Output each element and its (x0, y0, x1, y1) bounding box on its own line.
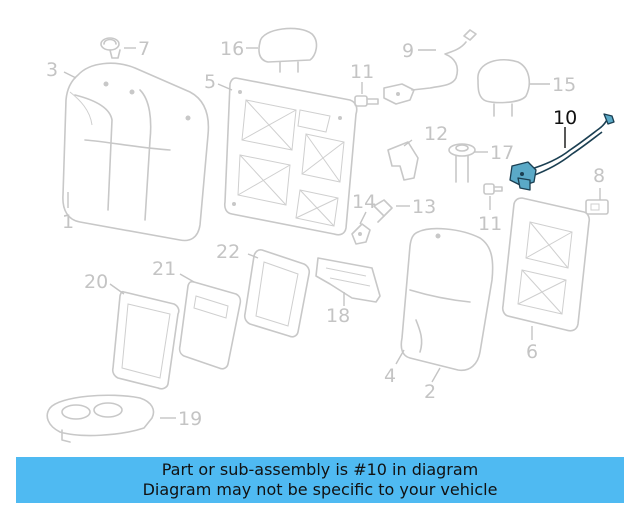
part-bolt-upper (354, 95, 379, 107)
parts-diagram: 7 3 1 16 5 11 9 15 10 12 17 8 11 13 14 6… (46, 27, 615, 443)
part-seatback-cushion-right (400, 227, 494, 372)
callout-20: 20 (84, 271, 108, 293)
callout-3: 3 (46, 59, 58, 81)
info-banner: Part or sub-assembly is #10 in diagram D… (16, 457, 624, 503)
banner-line-2: Diagram may not be specific to your vehi… (142, 480, 498, 499)
callout-14: 14 (352, 191, 376, 213)
callout-7: 7 (138, 38, 150, 60)
part-bezel-21 (178, 280, 242, 370)
callout-11-upper: 11 (350, 61, 374, 83)
callout-5: 5 (204, 71, 216, 93)
callout-lines (63, 47, 601, 419)
callout-4: 4 (384, 365, 396, 387)
part-headrest-left (258, 27, 318, 73)
part-seatback-frame-right (501, 197, 591, 332)
callout-8: 8 (593, 165, 605, 187)
callout-1: 1 (62, 211, 74, 233)
part-bracket-18 (315, 257, 381, 303)
callout-19: 19 (178, 408, 202, 430)
callout-9: 9 (402, 40, 414, 62)
callout-13: 13 (412, 196, 436, 218)
part-headrest-right (477, 58, 531, 117)
part-bolt-lower (483, 183, 503, 195)
part-guide (448, 143, 476, 183)
callout-6: 6 (526, 341, 538, 363)
part-seatback-frame (223, 77, 358, 236)
callout-12: 12 (424, 123, 448, 145)
part-bracket (387, 141, 419, 181)
callout-15: 15 (552, 74, 576, 96)
part-armrest-board (111, 290, 180, 390)
callout-2: 2 (424, 381, 436, 403)
callout-16: 16 (220, 38, 244, 60)
part-bolt-hinge (373, 199, 393, 223)
part-seatback-cushion-left (62, 62, 210, 242)
part-panel-22 (243, 249, 311, 338)
banner-line-1: Part or sub-assembly is #10 in diagram (161, 460, 479, 479)
callout-22: 22 (216, 241, 240, 263)
part-10-release-cable (509, 113, 615, 191)
part-armrest-cupholder (46, 394, 155, 443)
callout-18: 18 (326, 305, 350, 327)
part-clip (100, 37, 121, 59)
callout-11-lower: 11 (478, 213, 502, 235)
part-latch (585, 199, 609, 215)
callout-17: 17 (490, 142, 514, 164)
callout-10: 10 (553, 107, 577, 129)
part-cable-release (383, 29, 477, 105)
callout-21: 21 (152, 258, 176, 280)
part-hinge (351, 223, 371, 245)
